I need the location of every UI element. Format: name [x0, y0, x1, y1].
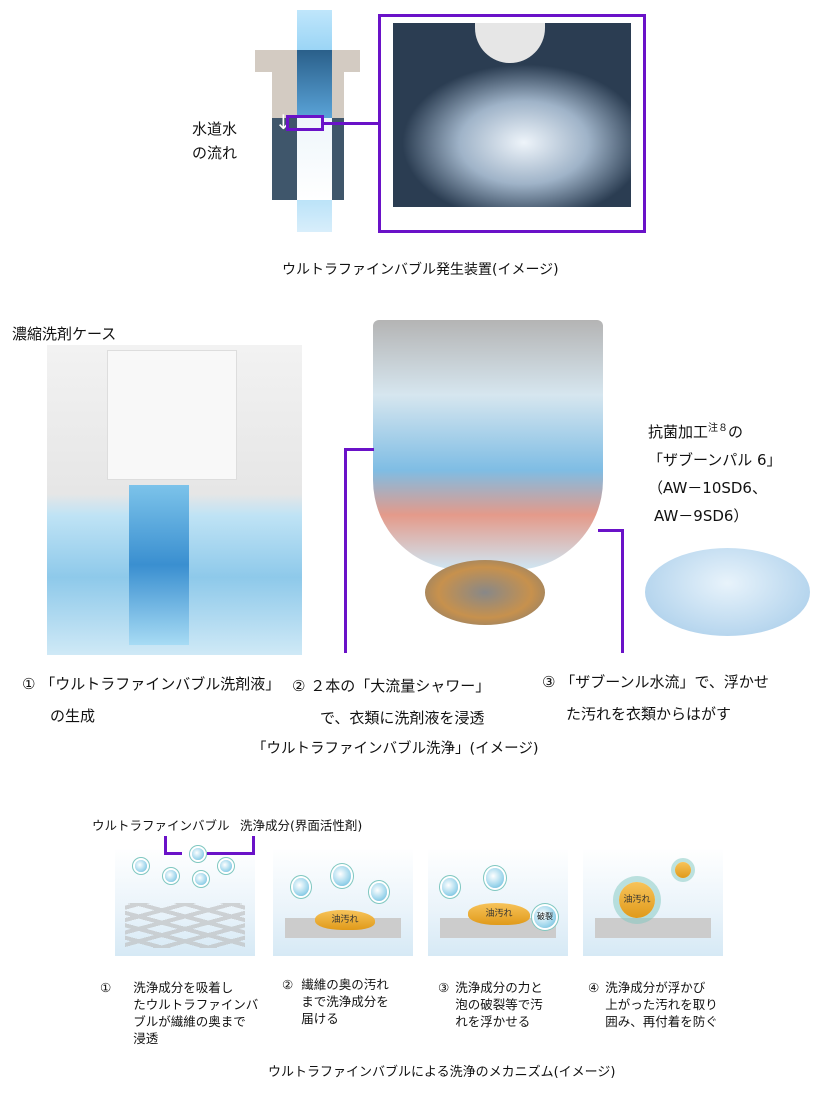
pulsator-note: 抗菌加工注８の 「ザブーンパル 6」 （AW－10SD6、 AW－9SD6）: [648, 418, 782, 530]
spray-photo: [393, 23, 631, 207]
fiber-lines: [125, 903, 245, 948]
model-2: AW－9SD6）: [654, 507, 749, 525]
step-num: ③: [438, 980, 450, 995]
step-text2: た汚れを衣類からはがす: [566, 705, 732, 723]
mech-step-1: ① 洗浄成分を吸着し たウルトラファインバ ブルが繊維の奥まで 浸透: [100, 979, 258, 1047]
step-num: ①: [22, 675, 36, 693]
step-1: ① 「ウルトラファインバブル洗剤液」 の生成: [22, 668, 280, 732]
connector-line: [324, 122, 380, 125]
flow-label: 水道水 の流れ: [192, 117, 237, 165]
bubble-leader: [164, 836, 167, 854]
step-text: 洗浄成分の力と 泡の破裂等で汚 れを浮かせる: [455, 980, 543, 1029]
step-2: ② ２本の「大流量シャワー」 で、衣類に洗剤液を浸透: [292, 670, 490, 734]
current-leader-h: [598, 529, 624, 532]
surfactant-leader-h: [207, 852, 255, 855]
step-text2: の生成: [50, 707, 96, 725]
shower-leader-h: [344, 448, 374, 451]
flow-label-line2: の流れ: [192, 144, 238, 162]
step-text: 洗浄成分が浮かび 上がった汚れを取り 囲み、再付着を防ぐ: [605, 980, 718, 1029]
bubble-leader-h: [164, 852, 182, 855]
step-text: 繊維の奥の汚れ まで洗浄成分を 届ける: [301, 977, 389, 1026]
note-mark: 注８: [708, 423, 729, 434]
step-num: ④: [588, 980, 600, 995]
mechanism-panel-2: 油汚れ: [273, 848, 413, 956]
caption-mechanism: ウルトラファインバブルによる洗浄のメカニズム(イメージ): [268, 1065, 616, 1080]
model-1: （AW－10SD6、: [648, 479, 767, 497]
step-text2: で、衣類に洗剤液を浸透: [320, 709, 485, 727]
mech-step-4: ④ 洗浄成分が浮かび 上がった汚れを取り 囲み、再付着を防ぐ: [588, 979, 718, 1030]
step-num: ②: [292, 677, 306, 695]
burst-label: 破裂: [534, 906, 556, 928]
soil-label: 油汚れ: [468, 903, 530, 925]
caption-generator: ウルトラファインバブル発生装置(イメージ): [282, 262, 559, 278]
soil-label: 油汚れ: [619, 882, 655, 918]
mech-step-2: ② 繊維の奥の汚れ まで洗浄成分を 届ける: [282, 976, 389, 1027]
spray-photo-frame: [378, 14, 646, 233]
surfactant-leader: [252, 836, 255, 854]
step-3: ③ 「ザブーンル水流」で、浮かせ た汚れを衣類からはがす: [542, 666, 769, 730]
step-num: ①: [100, 980, 112, 995]
note-text: 抗菌加工: [648, 423, 709, 441]
flow-label-line1: 水道水: [192, 120, 238, 138]
nozzle-diagram: ↓: [255, 10, 360, 232]
shower-leader-v: [344, 448, 347, 653]
label-bubble: ウルトラファインバブル: [92, 818, 230, 833]
pulsator-name: 「ザブーンパル 6」: [648, 451, 782, 469]
step-text: 「ザブーンル水流」で、浮かせ: [560, 673, 769, 691]
step-text: 「ウルトラファインバブル洗剤液」: [40, 675, 281, 693]
mech-step-3: ③ 洗浄成分の力と 泡の破裂等で汚 れを浮かせる: [438, 979, 543, 1030]
current-leader-v: [621, 529, 624, 653]
case-label: 濃縮洗剤ケース: [12, 325, 117, 343]
mechanism-panel-4: 油汚れ: [583, 848, 723, 956]
washer-image: [47, 345, 302, 655]
label-surfactant: 洗浄成分(界面活性剤): [240, 818, 363, 833]
mechanism-panel-1: [115, 848, 255, 956]
mechanism-panel-3: 油汚れ 破裂: [428, 848, 568, 956]
pulsator-image: [645, 548, 810, 636]
step-text: 洗浄成分を吸着し たウルトラファインバ ブルが繊維の奥まで 浸透: [133, 980, 259, 1046]
soil-label: 油汚れ: [315, 910, 375, 930]
drum-image: [365, 320, 610, 635]
note-text-end: の: [728, 423, 744, 441]
step-text: ２本の「大流量シャワー」: [310, 677, 491, 695]
step-num: ③: [542, 673, 556, 691]
caption-wash: 「ウルトラファインバブル洗浄」(イメージ): [252, 741, 539, 757]
step-num: ②: [282, 977, 294, 992]
zoom-marker: [286, 115, 324, 131]
